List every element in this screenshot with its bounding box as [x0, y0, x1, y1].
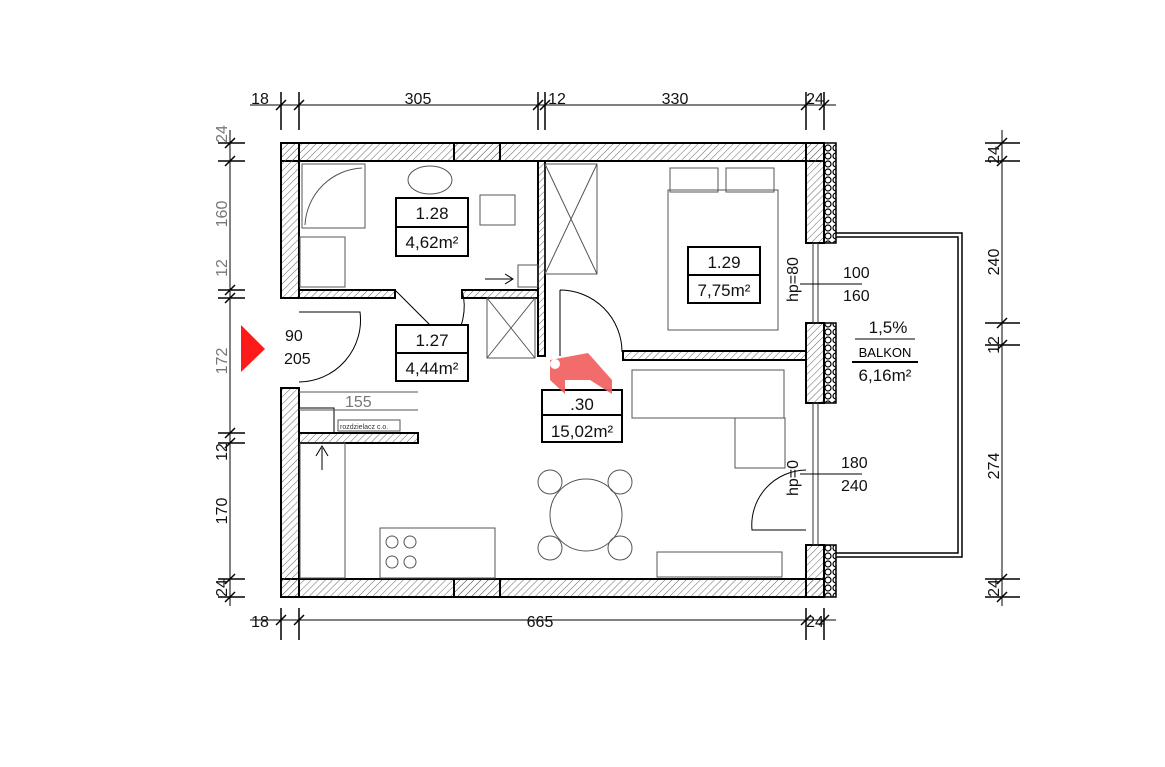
balcony-outline — [836, 232, 963, 558]
dim-right-5: 24 — [986, 579, 1003, 597]
bedroom-window-height: 160 — [843, 288, 870, 305]
dimension-ticks — [218, 92, 1020, 640]
bedroom-window-sill: hp=80 — [785, 257, 802, 302]
doors — [298, 289, 807, 531]
sofa — [631, 369, 785, 419]
wardrobe — [544, 163, 598, 275]
room-label-1-29: 1.29 7,75m² — [687, 246, 761, 304]
bedroom-window-width: 100 — [843, 265, 870, 282]
living-window-width: 180 — [841, 455, 868, 472]
balcony-slope: 1,5% — [869, 318, 908, 337]
dim-top-1: 18 — [251, 91, 269, 108]
dining-table — [549, 478, 623, 552]
dim-left-2: 160 — [214, 201, 231, 228]
entrance-arrow-icon — [241, 325, 265, 372]
dim-bottom-2: 665 — [527, 614, 554, 631]
dim-right-3: 12 — [986, 336, 1003, 354]
svg-text:15,02m²: 15,02m² — [551, 422, 614, 441]
balcony-area: 6,16m² — [859, 366, 912, 385]
svg-text:4,62m²: 4,62m² — [406, 233, 459, 252]
dim-top-2: 305 — [405, 91, 432, 108]
svg-text:4,44m²: 4,44m² — [406, 359, 459, 378]
entrance-door-width: 90 — [285, 328, 303, 345]
arrow-icon — [485, 273, 514, 285]
dim-right-4: 274 — [986, 453, 1003, 480]
dim-left-6: 170 — [214, 498, 231, 525]
dim-left-5: 12 — [214, 443, 231, 461]
bathtub — [301, 163, 366, 229]
toilet — [479, 194, 516, 226]
svg-text:1.28: 1.28 — [415, 204, 448, 223]
dim-bottom-1: 18 — [251, 614, 269, 631]
ventilation-blocks — [453, 142, 501, 598]
bed — [667, 189, 779, 331]
entrance-door-height: 205 — [284, 351, 311, 368]
dim-left-3: 12 — [214, 259, 231, 277]
dim-left-4: 172 — [214, 348, 231, 375]
room-label-1-27: 1.27 4,44m² — [395, 324, 469, 382]
svg-text:1.29: 1.29 — [707, 253, 740, 272]
dimension-lines — [229, 104, 1003, 621]
insulation — [823, 142, 837, 598]
dim-left-1: 24 — [214, 125, 231, 143]
balcony-label: BALKON — [859, 345, 912, 360]
room-label-1-28: 1.28 4,62m² — [395, 197, 469, 257]
dim-top-5: 24 — [806, 91, 824, 108]
tv-stand — [656, 551, 783, 578]
house-tag-icon[interactable] — [550, 353, 612, 394]
svg-text:7,75m²: 7,75m² — [698, 281, 751, 300]
svg-text:1.27: 1.27 — [415, 331, 448, 350]
dim-top-4: 330 — [662, 91, 689, 108]
distributor-label: rozdzielacz c.o. — [340, 424, 388, 431]
hall-width: 155 — [345, 394, 372, 411]
tag-hole — [550, 359, 560, 369]
sink — [407, 165, 453, 195]
furniture — [298, 163, 786, 579]
dim-left-7: 24 — [214, 579, 231, 597]
dim-bottom-3: 24 — [806, 614, 824, 631]
dim-top-3: 12 — [548, 91, 566, 108]
dim-right-1: 24 — [986, 146, 1003, 164]
arrow-icon — [315, 445, 329, 470]
svg-text:.30: .30 — [570, 395, 594, 414]
room-label-1-30: .30 15,02m² — [541, 389, 623, 443]
dim-right-2: 240 — [986, 249, 1003, 276]
kitchen-counter — [379, 527, 496, 579]
living-window-sill: hp=0 — [785, 460, 802, 496]
living-window-height: 240 — [841, 478, 868, 495]
washing-machine — [299, 236, 346, 288]
